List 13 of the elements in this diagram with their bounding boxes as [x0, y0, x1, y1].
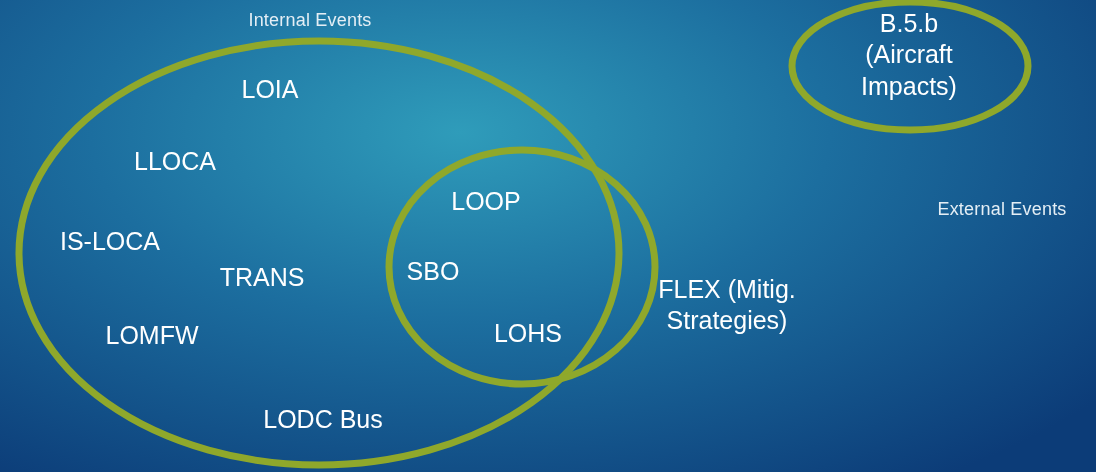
event-label: B.5.b (Aircraft Impacts) — [860, 8, 958, 102]
event-label: LOHS — [493, 318, 563, 350]
event-label: LODC Bus — [263, 404, 383, 436]
event-label: LOOP — [451, 186, 521, 218]
event-label: IS-LOCA — [60, 226, 160, 258]
event-label: SBO — [406, 256, 460, 288]
event-label: FLEX (Mitig. Strategies) — [657, 273, 797, 336]
set-title: Internal Events — [248, 8, 372, 32]
set-title: External Events — [937, 197, 1067, 221]
event-label: LLOCA — [134, 146, 216, 178]
event-label: TRANS — [219, 262, 305, 294]
event-label: LOMFW — [105, 320, 199, 352]
event-label: LOIA — [241, 74, 299, 106]
